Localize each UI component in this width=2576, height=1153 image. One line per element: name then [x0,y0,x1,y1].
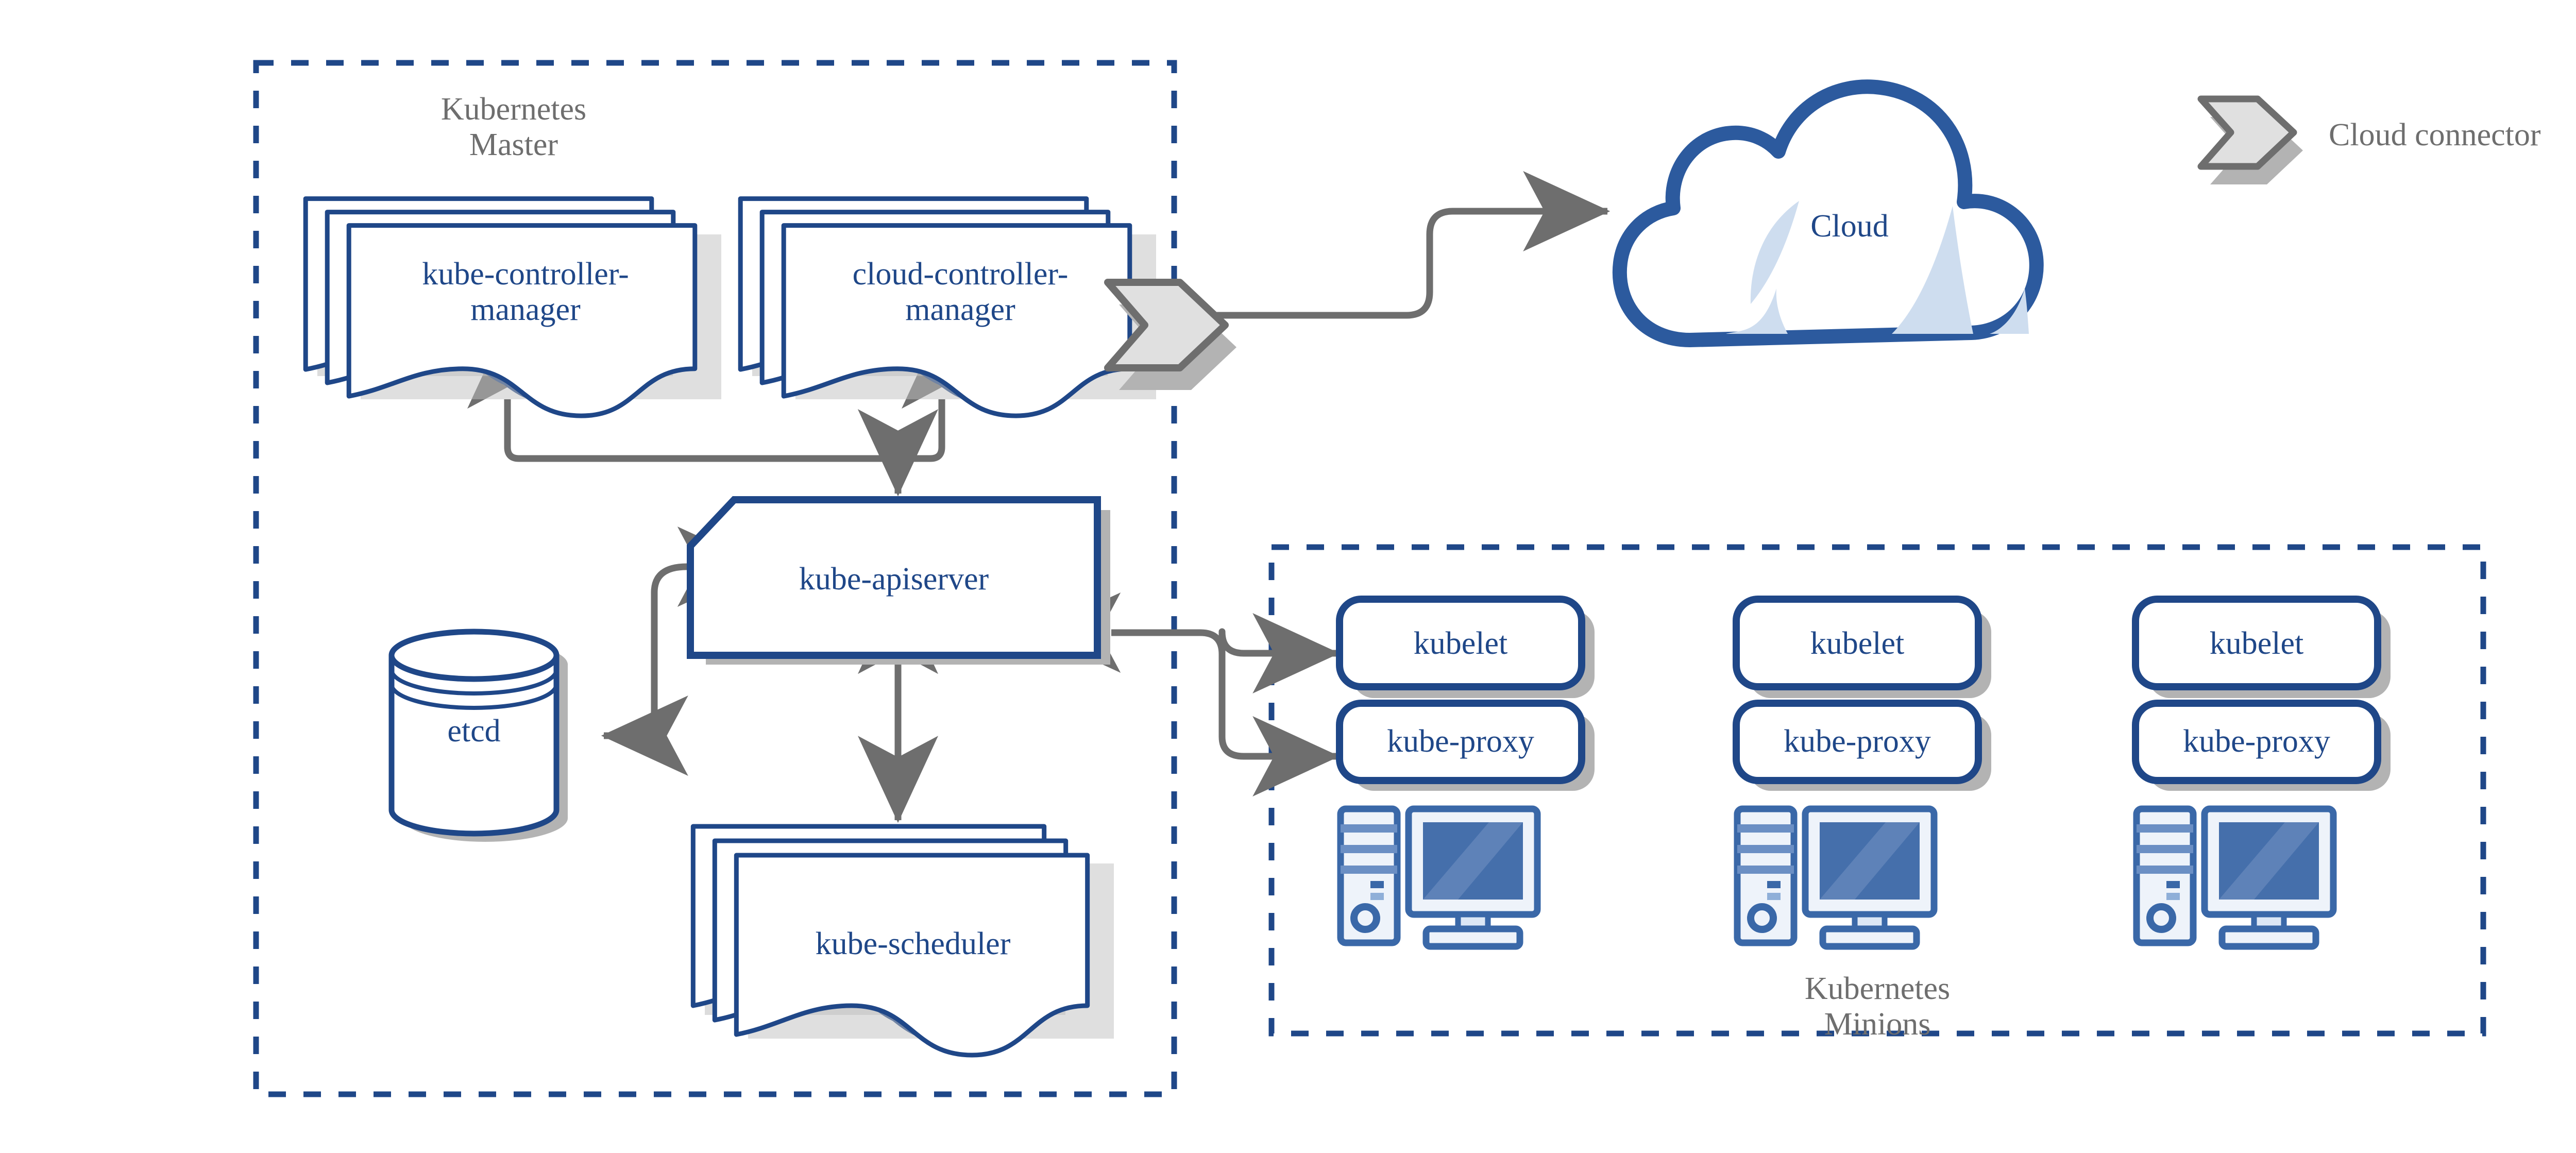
node-label-minion-1-kube-proxy: kube-proxy [1387,724,1534,759]
edge-layer [467,171,1611,823]
edge-apiserver-kubeproxy [1218,644,1340,796]
node-kube-apiserver[interactable] [687,496,1110,665]
group-label-minions: Kubernetes Minions [1804,971,1951,1042]
node-label-cloud-controller-manager: cloud-controller- manager [852,257,1069,328]
node-label-minion-1-kubelet: kubelet [1413,626,1508,661]
node-label-etcd: etcd [447,714,501,749]
node-label-kube-apiserver: kube-apiserver [799,562,989,597]
computer-icon [2133,805,2337,950]
node-label-cloud: Cloud [1810,209,1889,244]
computer-icon [1734,805,1938,950]
node-kube-controller-manager[interactable] [306,199,721,416]
computer-icon [1337,805,1541,950]
group-label-master: Kubernetes Master [440,92,587,163]
node-cloud[interactable] [1612,79,2044,347]
group-frame-master [253,60,1177,1097]
node-label-minion-3-kube-proxy: kube-proxy [2183,724,2330,759]
legend-label: Cloud connector [2329,117,2541,152]
edge-ccm-apiserver [858,321,982,497]
node-minion-3[interactable] [2132,596,2391,950]
node-etcd[interactable] [388,629,568,842]
node-kube-scheduler[interactable] [693,826,1114,1055]
node-label-minion-3-kubelet: kubelet [2209,626,2304,661]
minion-group [1336,596,2391,950]
node-label-kube-scheduler: kube-scheduler [815,926,1011,961]
node-label-minion-2-kubelet: kubelet [1810,626,1905,661]
edge-cloudconnector-cloud [1180,171,1611,319]
node-label-kube-controller-manager: kube-controller- manager [422,257,629,328]
node-minion-2[interactable] [1733,596,1991,950]
node-cloud-controller-manager[interactable] [740,199,1156,416]
edge-apiserver-etcd [601,527,765,776]
connector-badge-cloud-connector[interactable] [1104,279,1236,390]
node-minion-1[interactable] [1336,596,1595,950]
cloud-connector-icon [2197,95,2303,184]
node-label-minion-2-kube-proxy: kube-proxy [1784,724,1931,759]
edge-apiserver-kubelet [1033,592,1340,693]
